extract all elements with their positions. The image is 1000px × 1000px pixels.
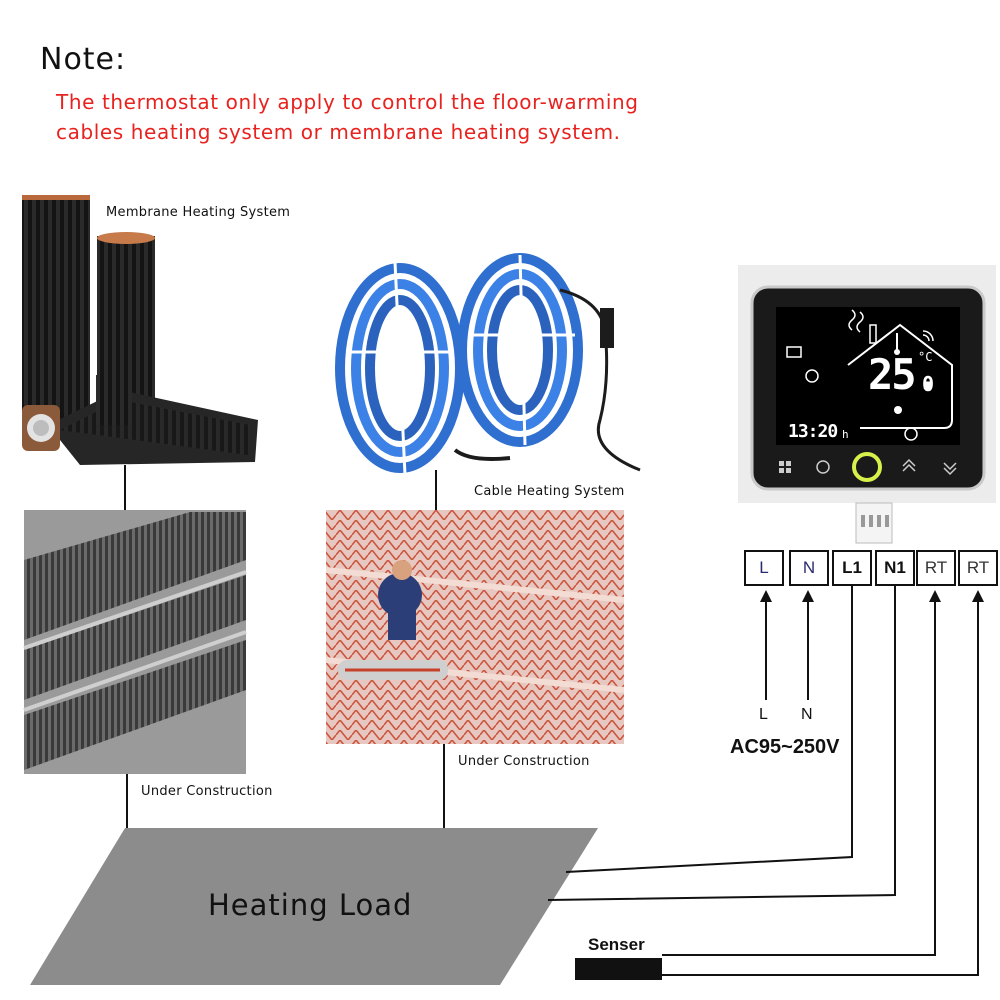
lcd-time: 13:20 [788,421,838,442]
lcd-time-suffix: h [842,428,849,441]
lcd-unit: °C [918,350,933,364]
note-title: Note: [40,42,127,77]
membrane-film-image [22,195,258,465]
terminal-rt-2: RT [958,550,998,586]
terminal-rt-1: RT [916,550,956,586]
cable-coil-image [335,253,641,476]
sensor-probe [575,958,662,980]
sensor-label: Senser [588,935,645,954]
note-line-2: cables heating system or membrane heatin… [56,120,621,144]
heating-load-shape [30,828,598,985]
construction-caption-right: Under Construction [458,754,590,769]
cable-caption: Cable Heating System [474,484,625,499]
terminal-n1: N1 [875,550,915,586]
film-construction-photo [23,510,247,774]
thermostat-device [738,265,996,544]
lcd-temperature: 25. [868,350,940,399]
membrane-caption: Membrane Heating System [106,205,291,220]
terminal-n: N [789,550,829,586]
heating-load-label: Heating Load [208,888,413,922]
cable-construction-photo [325,510,625,744]
supply-voltage-label: AC95~250V [730,736,840,758]
terminal-l1: L1 [832,550,872,586]
construction-caption-left: Under Construction [141,784,273,799]
supply-n-label: N [801,706,813,723]
note-line-1: The thermostat only apply to control the… [56,90,639,114]
lcd-temperature-decimal: 0 [922,372,935,396]
terminal-l: L [744,550,784,586]
supply-l-label: L [759,706,768,723]
